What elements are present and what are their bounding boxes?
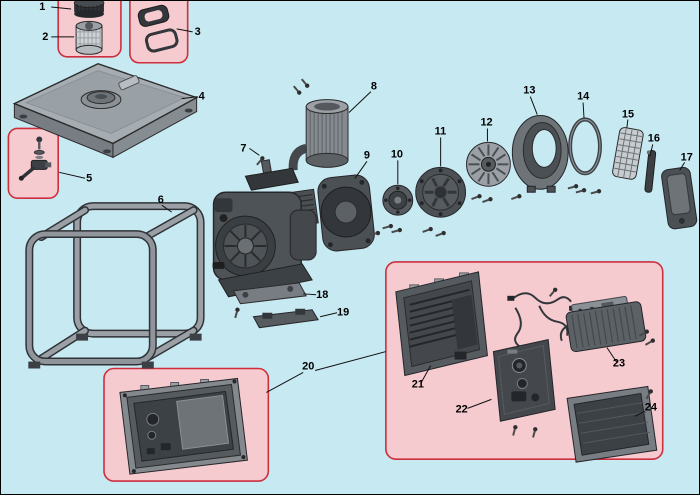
- part-9-fan-case: [317, 174, 375, 252]
- part-11-flywheel: [415, 166, 467, 239]
- part-3-gaskets: [137, 4, 179, 53]
- part-label-16: 16: [648, 132, 660, 144]
- part-16-bracket: [644, 149, 657, 193]
- part-label-17: 17: [681, 151, 693, 163]
- part-21-rear-housing: [395, 271, 488, 377]
- part-label-6: 6: [158, 194, 164, 206]
- engine-assembly: [212, 159, 319, 298]
- part-label-1: 1: [39, 1, 45, 13]
- part-label-12: 12: [480, 116, 492, 128]
- part-2-filter-element: [75, 20, 103, 55]
- part-17-side-cover: [661, 166, 698, 230]
- leader-lines: [51, 6, 686, 417]
- part-18-mount-plate: [232, 282, 307, 319]
- part-label-22: 22: [456, 403, 468, 415]
- part-label-15: 15: [622, 109, 634, 121]
- part-label-24: 24: [645, 401, 658, 413]
- part-label-2: 2: [42, 31, 48, 43]
- part-label-4: 4: [199, 91, 206, 103]
- part-label-8: 8: [371, 81, 377, 93]
- part-4-fuel-tank: [12, 62, 199, 159]
- part-23-inverter-unit: [559, 296, 647, 353]
- part-label-10: 10: [391, 148, 403, 160]
- part-number-labels: 1 2 3 4 5 6 7 8 9 10 11 12 13 14 15 16 1…: [39, 1, 693, 415]
- part-1-filter-cover: [73, 1, 105, 18]
- part-24-cover-panel: [566, 385, 658, 463]
- part-label-23: 23: [613, 358, 625, 370]
- part-15-filter-block: [612, 127, 644, 180]
- part-label-13: 13: [523, 85, 535, 97]
- part-22-panel-face: [492, 339, 556, 439]
- part-19-bracket-plate: [252, 308, 319, 329]
- part-8-air-cleaner: [288, 77, 349, 171]
- part-12-fan-wheel: [466, 141, 511, 205]
- part-20-control-panel: [119, 377, 248, 475]
- part-10-hub: [382, 184, 414, 235]
- part-label-5: 5: [86, 172, 92, 184]
- part-label-14: 14: [577, 91, 590, 103]
- part-6-frame: [25, 202, 205, 369]
- part-13-fan-cover: [510, 115, 569, 202]
- part-label-19: 19: [337, 307, 349, 319]
- part-label-3: 3: [195, 26, 201, 38]
- part-label-20: 20: [302, 361, 314, 373]
- part-14-gasket-ring: [567, 117, 602, 196]
- part-label-7: 7: [240, 142, 246, 154]
- part-label-21: 21: [412, 378, 424, 390]
- part-label-18: 18: [316, 289, 328, 301]
- part-5-fuel-valve: [18, 136, 52, 181]
- part-label-11: 11: [435, 125, 447, 137]
- part-label-9: 9: [364, 149, 370, 161]
